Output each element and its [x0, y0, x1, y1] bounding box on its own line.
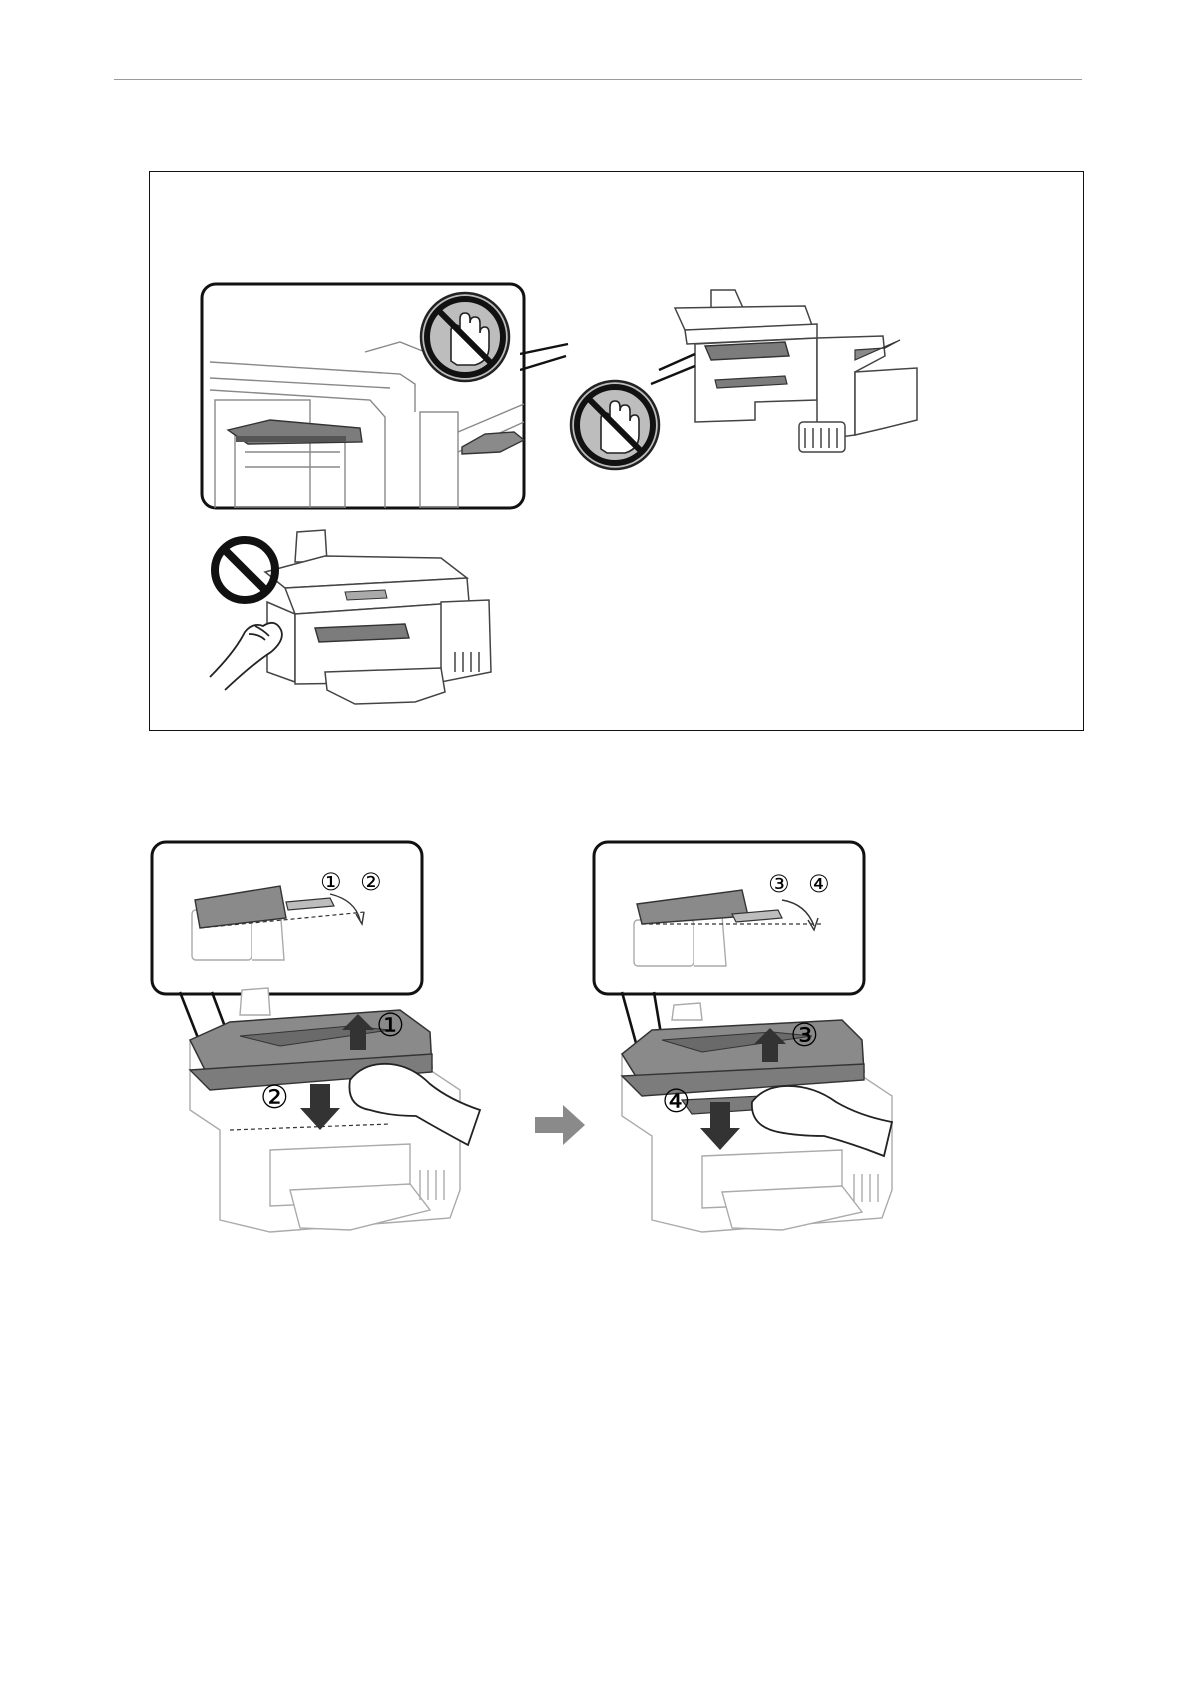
step-number-4: ④: [808, 870, 830, 898]
caution-box: [149, 171, 1084, 731]
step-number-2: ②: [360, 868, 382, 896]
step-number-1: ①: [320, 868, 342, 896]
step-number-2: ②: [260, 1078, 289, 1116]
step-number-1: ①: [376, 1006, 405, 1044]
prohibited-icon: [215, 540, 275, 600]
step-figure-lift: ① ② ① ②: [150, 840, 510, 1235]
step-number-4: ④: [662, 1082, 691, 1120]
step-number-3: ③: [790, 1016, 819, 1054]
arrow-right-icon: [535, 1105, 587, 1145]
no-touch-icon: [421, 293, 509, 381]
header-rule: [114, 79, 1082, 80]
do-not-touch-zoom-figure: [200, 282, 530, 512]
step-figure-close: ③ ④ ③ ④: [592, 840, 952, 1235]
printer-open-figure: [555, 280, 975, 510]
no-touch-icon: [571, 381, 659, 469]
step-number-3: ③: [768, 870, 790, 898]
prohibited-hand-figure: [205, 522, 515, 722]
